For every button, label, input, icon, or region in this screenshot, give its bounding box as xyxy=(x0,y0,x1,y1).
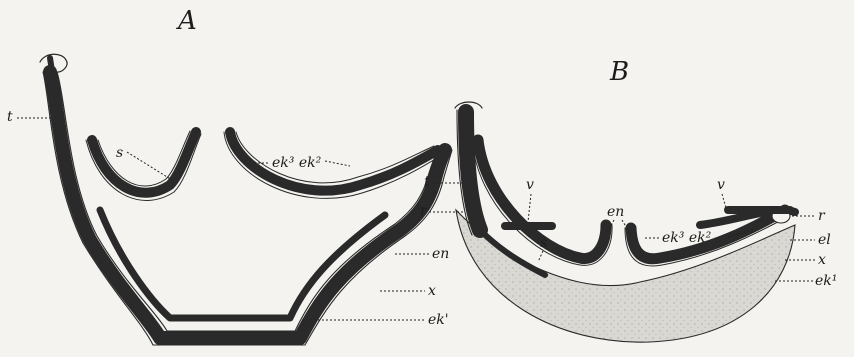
label-b-x: x xyxy=(818,252,826,268)
section-a-outer-wall xyxy=(50,72,445,338)
label-b-ek1: ek¹ xyxy=(815,273,837,289)
label-b-el: el xyxy=(818,232,831,248)
label-b-s: s xyxy=(540,235,547,251)
leader-b-s xyxy=(538,251,543,262)
label-b-r-right: r xyxy=(818,208,826,224)
section-b xyxy=(455,102,795,342)
label-b-en: en xyxy=(607,204,624,220)
section-a xyxy=(40,54,452,345)
label-a-ek3-ek2: ek³ ek² xyxy=(272,155,322,171)
label-a-ek1: ek' xyxy=(428,312,449,328)
leader-b-v-right xyxy=(722,194,726,208)
label-b-v-right: v xyxy=(717,177,725,193)
leader-a-s xyxy=(127,152,172,180)
section-a-inner-lining xyxy=(100,210,385,318)
label-a-t: t xyxy=(7,109,13,125)
section-a-outline-outer xyxy=(43,72,452,345)
section-a-outline-inner xyxy=(57,72,438,331)
label-b-t: t xyxy=(424,174,430,190)
label-a-x: x xyxy=(428,283,436,299)
section-b-tube xyxy=(466,112,480,230)
label-b-ek3-ek2: ek³ ek² xyxy=(662,230,712,246)
label-b-v-left: v xyxy=(526,177,534,193)
panel-label-b: B xyxy=(609,57,629,87)
leader-a-ek2 xyxy=(325,161,350,166)
label-a-s: s xyxy=(116,145,123,161)
panel-label-a: A xyxy=(176,6,197,36)
section-a-inner-fold-right xyxy=(230,132,438,191)
leader-b-v-left xyxy=(528,194,531,222)
label-a-en: en xyxy=(432,246,449,262)
